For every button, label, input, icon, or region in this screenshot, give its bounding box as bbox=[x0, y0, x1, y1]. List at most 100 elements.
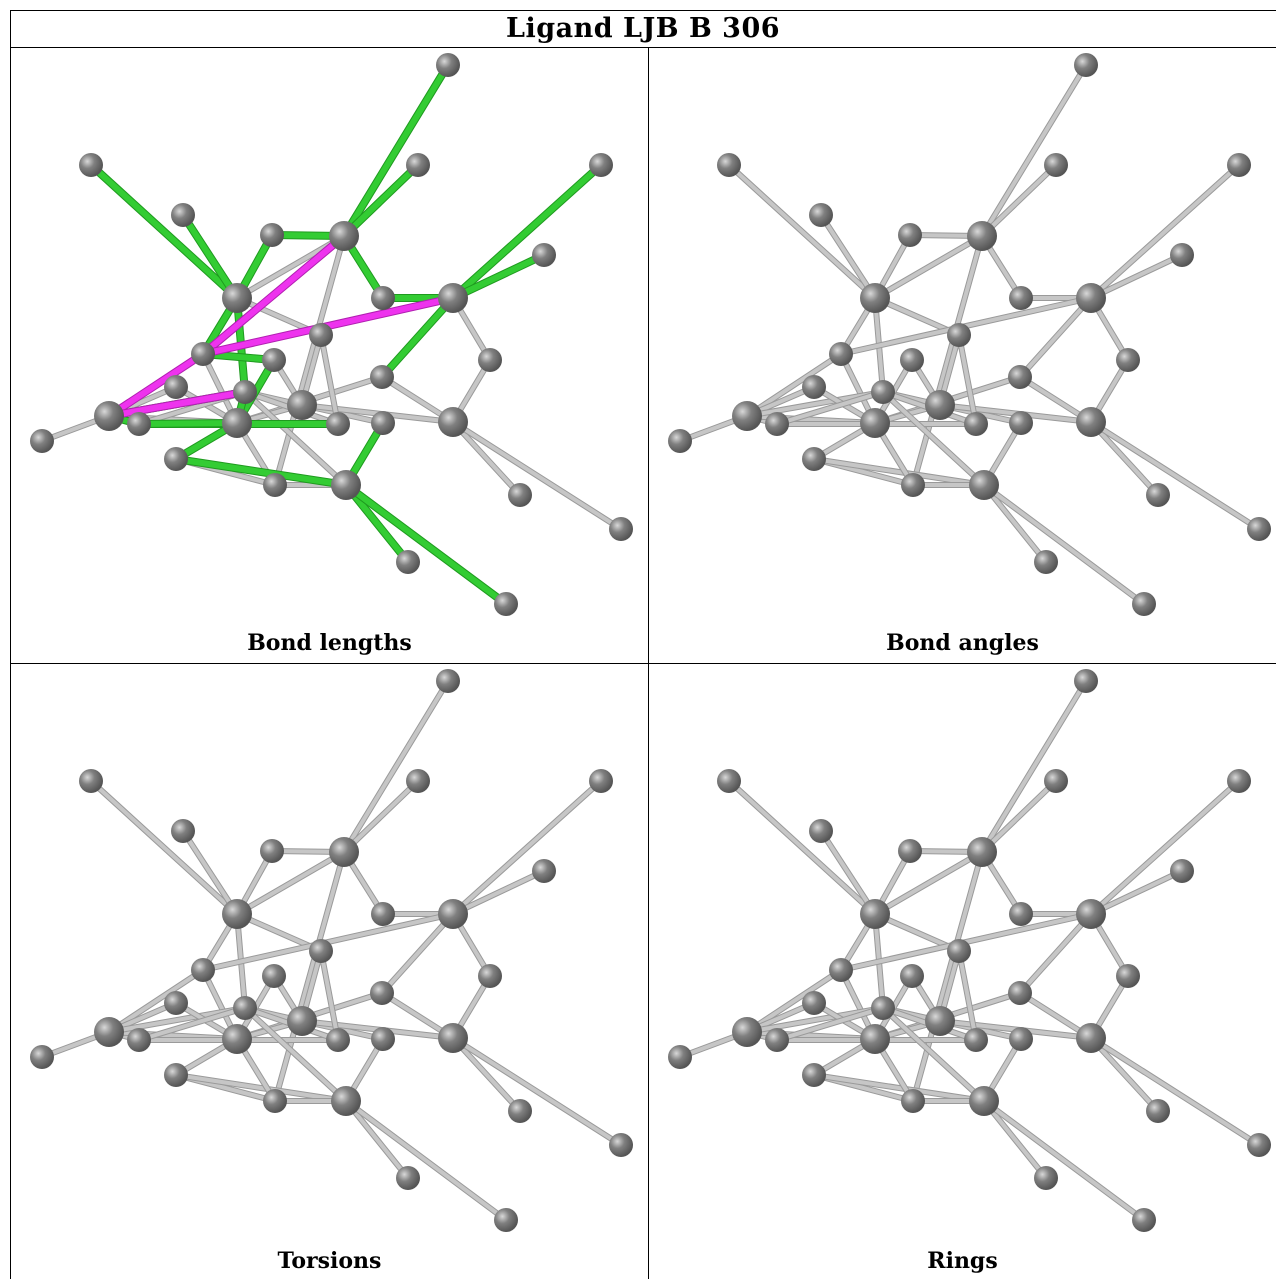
atom bbox=[1034, 1166, 1058, 1190]
bond bbox=[273, 234, 346, 487]
atom bbox=[287, 390, 317, 420]
bond bbox=[982, 1099, 1048, 1180]
bond bbox=[819, 213, 877, 300]
bond bbox=[344, 1099, 508, 1222]
atom bbox=[191, 342, 215, 366]
atom bbox=[191, 958, 215, 982]
atom bbox=[1146, 1099, 1170, 1123]
atom bbox=[371, 411, 395, 435]
atom bbox=[370, 365, 394, 389]
atom bbox=[809, 203, 833, 227]
bond bbox=[319, 333, 340, 426]
atom bbox=[1076, 283, 1106, 313]
atom bbox=[326, 412, 350, 436]
atom bbox=[262, 348, 286, 372]
bond bbox=[1089, 1036, 1160, 1113]
atom bbox=[1132, 1208, 1156, 1232]
atom bbox=[829, 958, 853, 982]
panel-caption: Bond lengths bbox=[247, 630, 412, 656]
bond bbox=[342, 679, 450, 854]
bond bbox=[1089, 420, 1160, 497]
bond bbox=[1089, 779, 1241, 916]
atom bbox=[898, 839, 922, 863]
atom bbox=[969, 470, 999, 500]
atom bbox=[331, 470, 361, 500]
atom bbox=[438, 1023, 468, 1053]
atom bbox=[860, 899, 890, 929]
atom bbox=[436, 53, 460, 77]
atom bbox=[329, 837, 359, 867]
bond bbox=[727, 163, 877, 300]
bond bbox=[745, 968, 843, 1034]
atom bbox=[1008, 365, 1032, 389]
atom bbox=[309, 939, 333, 963]
atom bbox=[925, 390, 955, 420]
outlier-bond bbox=[136, 420, 240, 427]
atom bbox=[508, 1099, 532, 1123]
bond bbox=[451, 1036, 522, 1113]
atom bbox=[609, 517, 633, 541]
panel-caption: Bond angles bbox=[886, 630, 1039, 656]
bond bbox=[812, 457, 986, 487]
bond bbox=[107, 968, 205, 1034]
bond bbox=[235, 850, 346, 916]
atom bbox=[532, 243, 556, 267]
atom bbox=[478, 348, 502, 372]
panel-rings: Rings bbox=[649, 664, 1276, 1279]
atom bbox=[370, 981, 394, 1005]
bond bbox=[1089, 869, 1184, 916]
atom bbox=[860, 283, 890, 313]
atom bbox=[260, 223, 284, 247]
border-left bbox=[10, 10, 11, 1279]
atom bbox=[127, 412, 151, 436]
atom bbox=[947, 939, 971, 963]
bond bbox=[819, 829, 877, 916]
outlier-bond bbox=[200, 233, 347, 357]
atom bbox=[260, 839, 284, 863]
atom bbox=[171, 819, 195, 843]
atom bbox=[900, 348, 924, 372]
bond bbox=[873, 234, 984, 300]
atom bbox=[438, 899, 468, 929]
atom bbox=[164, 447, 188, 471]
bond bbox=[451, 779, 603, 916]
bond bbox=[980, 679, 1088, 854]
bond bbox=[873, 850, 984, 916]
bond bbox=[174, 1073, 348, 1103]
panel-bond-lengths: Bond lengths bbox=[11, 48, 648, 663]
bond bbox=[1018, 912, 1093, 995]
atom bbox=[79, 153, 103, 177]
bond bbox=[980, 163, 1058, 238]
atom bbox=[287, 1006, 317, 1036]
atom bbox=[802, 1063, 826, 1087]
bond bbox=[451, 420, 623, 531]
bond bbox=[982, 1099, 1146, 1222]
bond bbox=[727, 779, 877, 916]
outlier-bond bbox=[343, 482, 411, 565]
outlier-bond bbox=[88, 162, 240, 301]
bond bbox=[957, 333, 978, 426]
atom bbox=[127, 1028, 151, 1052]
atom bbox=[765, 412, 789, 436]
atom bbox=[331, 1086, 361, 1116]
atom bbox=[508, 483, 532, 507]
atom bbox=[871, 996, 895, 1020]
page-title: Ligand LJB B 306 bbox=[505, 13, 781, 44]
bond bbox=[980, 779, 1058, 854]
outlier-bond bbox=[106, 351, 206, 419]
atom bbox=[326, 1028, 350, 1052]
atom bbox=[494, 1208, 518, 1232]
atom bbox=[164, 991, 188, 1015]
bond bbox=[812, 1073, 986, 1103]
panel-caption: Rings bbox=[927, 1248, 998, 1274]
outlier-bond bbox=[341, 162, 421, 239]
atom bbox=[901, 473, 925, 497]
panel-caption: Torsions bbox=[277, 1248, 382, 1274]
atom bbox=[406, 769, 430, 793]
atom bbox=[1247, 1133, 1271, 1157]
atom bbox=[396, 1166, 420, 1190]
atom bbox=[947, 323, 971, 347]
atom bbox=[371, 1027, 395, 1051]
atom bbox=[1227, 769, 1251, 793]
atom bbox=[79, 769, 103, 793]
